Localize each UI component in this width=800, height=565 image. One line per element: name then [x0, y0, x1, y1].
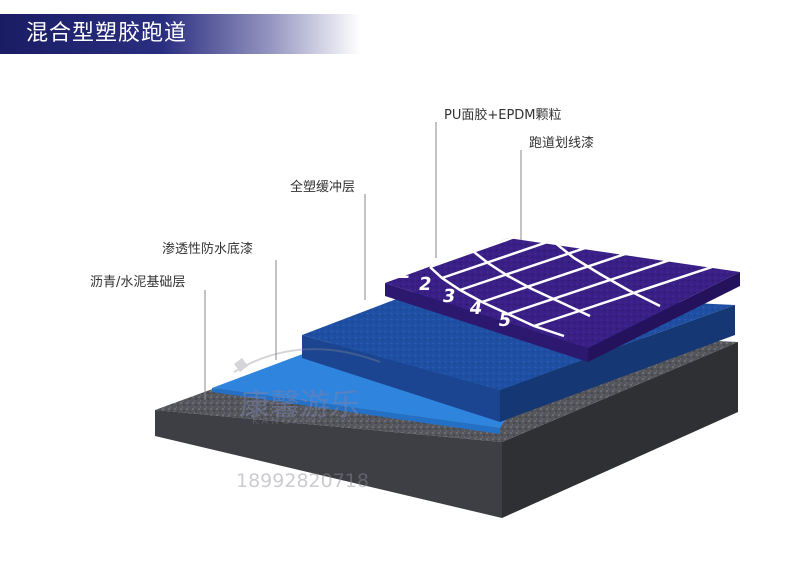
label-cushion: 全塑缓冲层	[290, 180, 356, 195]
lane-number: 2	[417, 274, 433, 295]
lane-lines	[429, 226, 737, 338]
label-base: 沥青/水泥基础层	[90, 275, 186, 290]
label-primer: 渗透性防水底漆	[162, 242, 254, 257]
callout-lines	[204, 122, 522, 400]
lane-number: 3	[441, 286, 457, 307]
page-title: 混合型塑胶跑道	[26, 21, 188, 46]
watermark-logo	[233, 348, 381, 373]
lane-number: 1	[396, 262, 412, 283]
label-pu-surface: PU面胶+EPDM颗粒	[444, 108, 562, 123]
lane-numbers: 1 2 3 4 5	[396, 262, 513, 331]
label-line-paint: 跑道划线漆	[529, 136, 595, 151]
title-bar: 混合型塑胶跑道	[0, 14, 360, 54]
watermark-latin: KANGXIN	[252, 416, 319, 427]
watermark-phone: 18992820718	[236, 470, 369, 492]
lane-number: 4	[468, 298, 484, 319]
watermark-name: 康馨游乐	[240, 388, 360, 423]
lane-number: 5	[497, 310, 513, 331]
